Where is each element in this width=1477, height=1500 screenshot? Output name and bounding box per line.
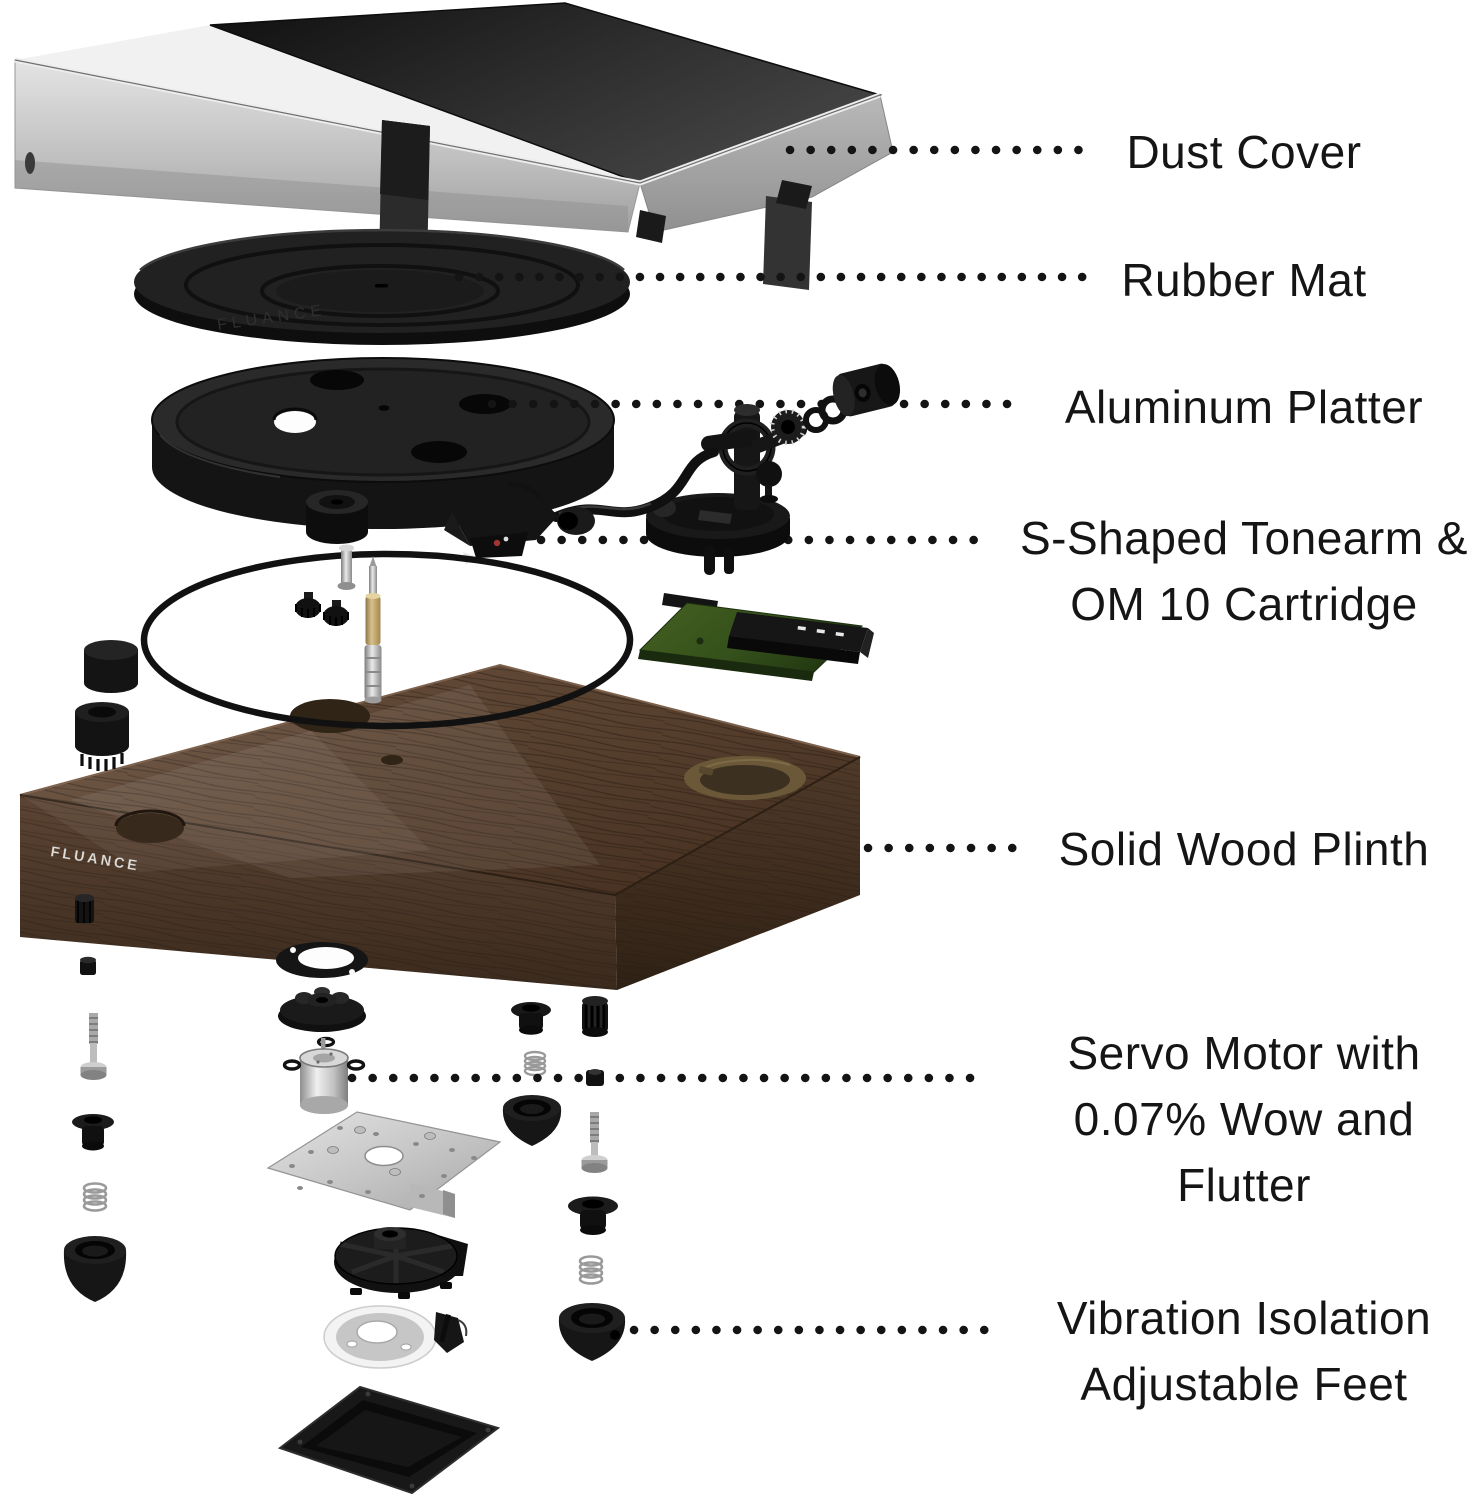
- rubber-mat-illustration: FLUANCE: [134, 228, 630, 345]
- isolation-foot-upper: [502, 1095, 562, 1146]
- motor-pulley-hub: [278, 987, 366, 1032]
- motor-oring-right: [346, 1059, 366, 1071]
- label-line: Servo Motor with: [1067, 1027, 1421, 1079]
- spring-mid: [523, 1050, 547, 1077]
- isolation-foot-lower: [558, 1303, 626, 1361]
- long-screw-left: [80, 1013, 107, 1080]
- tonearm-illustration: [444, 363, 901, 575]
- pcb-illustration: [638, 593, 874, 681]
- counterweight-illustration: [769, 363, 901, 446]
- dust-cover-illustration: [14, 2, 894, 318]
- label-line: Solid Wood Plinth: [1058, 823, 1430, 875]
- motor-pulley-cup-illustration: [75, 702, 129, 771]
- label-line: Rubber Mat: [1121, 254, 1367, 306]
- motor-housing-illustration: [334, 1227, 468, 1299]
- belt-guide-screws: [295, 592, 349, 626]
- spring-right: [578, 1255, 604, 1285]
- servo-motor-body: [299, 1038, 349, 1114]
- motor-oring-top: [316, 1036, 336, 1048]
- right-hardware-parts: [502, 1095, 626, 1361]
- motor-mounting-plate: [266, 1111, 502, 1218]
- label-tonearm-cartridge: S-Shaped Tonearm & OM 10 Cartridge: [1008, 505, 1477, 637]
- motor-gasket: [276, 942, 368, 978]
- label-rubber-mat: Rubber Mat: [1008, 247, 1477, 313]
- label-line: Adjustable Feet: [1080, 1358, 1408, 1410]
- motor-stack-illustration: [276, 942, 368, 1114]
- label-line: OM 10 Cartridge: [1070, 578, 1418, 630]
- motor-oring-left: [282, 1059, 302, 1071]
- bottom-tray-illustration: [277, 1385, 501, 1495]
- isolation-disc-illustration: [323, 1305, 468, 1369]
- aluminum-platter-illustration: [151, 357, 615, 529]
- label-servo-motor: Servo Motor with 0.07% Wow and Flutter: [1008, 1020, 1477, 1218]
- cartridge-illustration: [444, 482, 558, 565]
- left-hardware-parts: [63, 894, 127, 1302]
- label-line: Flutter: [1177, 1159, 1311, 1211]
- label-solid-wood-plinth: Solid Wood Plinth: [1008, 816, 1477, 882]
- disc-clamp-bracket: [434, 1312, 468, 1353]
- long-screw-right: [581, 1112, 608, 1173]
- mid-grommet: [511, 1002, 551, 1035]
- label-vibration-feet: Vibration Isolation Adjustable Feet: [1008, 1285, 1477, 1417]
- label-line: Aluminum Platter: [1064, 381, 1424, 433]
- spring-left: [82, 1182, 108, 1212]
- grommet-right: [568, 1196, 618, 1235]
- label-line: S-Shaped Tonearm &: [1020, 512, 1468, 564]
- ribbed-bushing: [582, 996, 608, 1037]
- wood-plinth-illustration: FLUANCE: [19, 663, 861, 990]
- drive-belt-illustration: [140, 544, 634, 730]
- label-line: 0.07% Wow and: [1073, 1093, 1415, 1145]
- grommet-left: [72, 1114, 114, 1151]
- spindle-bearing-illustration: [364, 556, 382, 704]
- label-dust-cover: Dust Cover: [1008, 119, 1477, 185]
- speed-knob-illustration: [84, 640, 138, 693]
- tonearm-recess: [684, 756, 806, 800]
- nut-on-leader: [586, 1069, 604, 1086]
- spindle-adapter-illustration: [306, 490, 368, 544]
- isolation-foot-left: [63, 1236, 127, 1302]
- label-line: Dust Cover: [1126, 126, 1362, 178]
- label-line: Vibration Isolation: [1056, 1292, 1432, 1344]
- label-aluminum-platter: Aluminum Platter: [1008, 374, 1477, 440]
